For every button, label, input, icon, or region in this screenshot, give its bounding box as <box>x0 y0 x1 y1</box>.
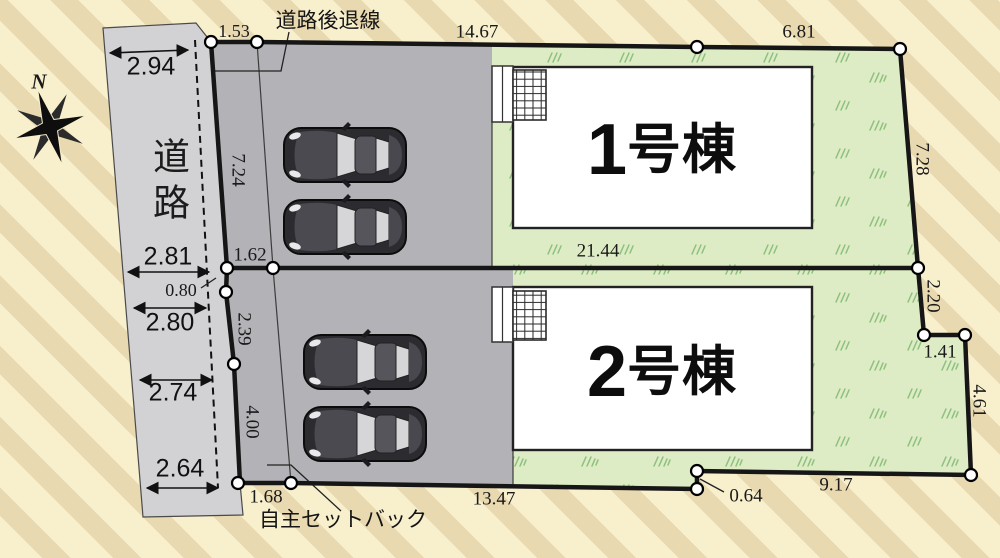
porch-tile-grid-2 <box>512 290 547 341</box>
car-lot2-b <box>303 400 427 468</box>
building-2-number: 2 <box>586 332 628 412</box>
voluntary-setback-label: 自主セットバック <box>259 508 427 532</box>
road-setback-dashed-line <box>194 39 219 489</box>
car-lot1-a <box>283 121 407 189</box>
dim-right-upper: 7.28 <box>911 142 933 176</box>
dim-bottom-main: 13.47 <box>472 488 516 510</box>
dim-road-width-lower: 2.74 <box>148 378 198 407</box>
voluntary-setback-leader <box>267 464 342 512</box>
dim-lot2-front-upper: 2.39 <box>233 312 255 346</box>
dim-road-width-upper: 2.81 <box>143 242 193 271</box>
building-1-number: 1 <box>586 110 628 190</box>
dim-bottom-left: 1.68 <box>249 486 283 508</box>
dim-front-top: 1.53 <box>218 21 250 41</box>
road-label: 道路 <box>147 137 189 229</box>
building-2-suffix: 号棟 <box>627 342 738 402</box>
dim-lot1-depth: 21.44 <box>576 240 620 262</box>
road-width-dimension-lines <box>108 44 220 495</box>
dim-lot2-front-top: 1.62 <box>233 244 267 266</box>
dim-right-lower: 4.61 <box>968 384 990 418</box>
compass-rose-icon <box>13 88 87 166</box>
dim-right-notch: 1.41 <box>923 341 957 363</box>
porch-tile-grid-1 <box>512 69 547 121</box>
car-lot2-a <box>303 328 427 396</box>
dim-bottom-right: 9.17 <box>819 474 853 496</box>
dim-road-width-top: 2.94 <box>126 52 176 81</box>
boundary-vertex-markers <box>203 34 979 497</box>
dim-road-width-bottom: 2.64 <box>155 454 205 483</box>
building-1-entrance <box>491 65 547 123</box>
building-1-footprint <box>511 65 814 230</box>
dim-lot2-front-lower: 4.00 <box>241 405 263 439</box>
lot-boundary <box>208 39 974 492</box>
dim-lot1-frontage: 7.24 <box>227 153 249 187</box>
setback-line-label: 道路後退線 <box>275 9 381 33</box>
building-2-entrance <box>491 286 547 343</box>
setback-line-leader <box>214 31 290 72</box>
dim-bottom-jog: 0.64 <box>729 485 763 507</box>
gap-dim-leader <box>200 277 217 289</box>
bottom-jog-leader <box>699 478 725 493</box>
dim-top-main: 14.67 <box>455 21 499 43</box>
dim-top-right: 6.81 <box>782 21 816 43</box>
dim-road-gap: 0.80 <box>165 280 197 300</box>
building-1-suffix: 号棟 <box>627 120 738 180</box>
extension-lines <box>256 41 514 486</box>
building-2-footprint <box>511 285 814 452</box>
compass-north-label: N <box>31 69 47 94</box>
car-lot1-b <box>283 193 407 261</box>
dim-road-width-middle: 2.80 <box>145 308 195 337</box>
dim-right-step: 2.20 <box>922 279 944 313</box>
leader-lines <box>200 31 725 512</box>
